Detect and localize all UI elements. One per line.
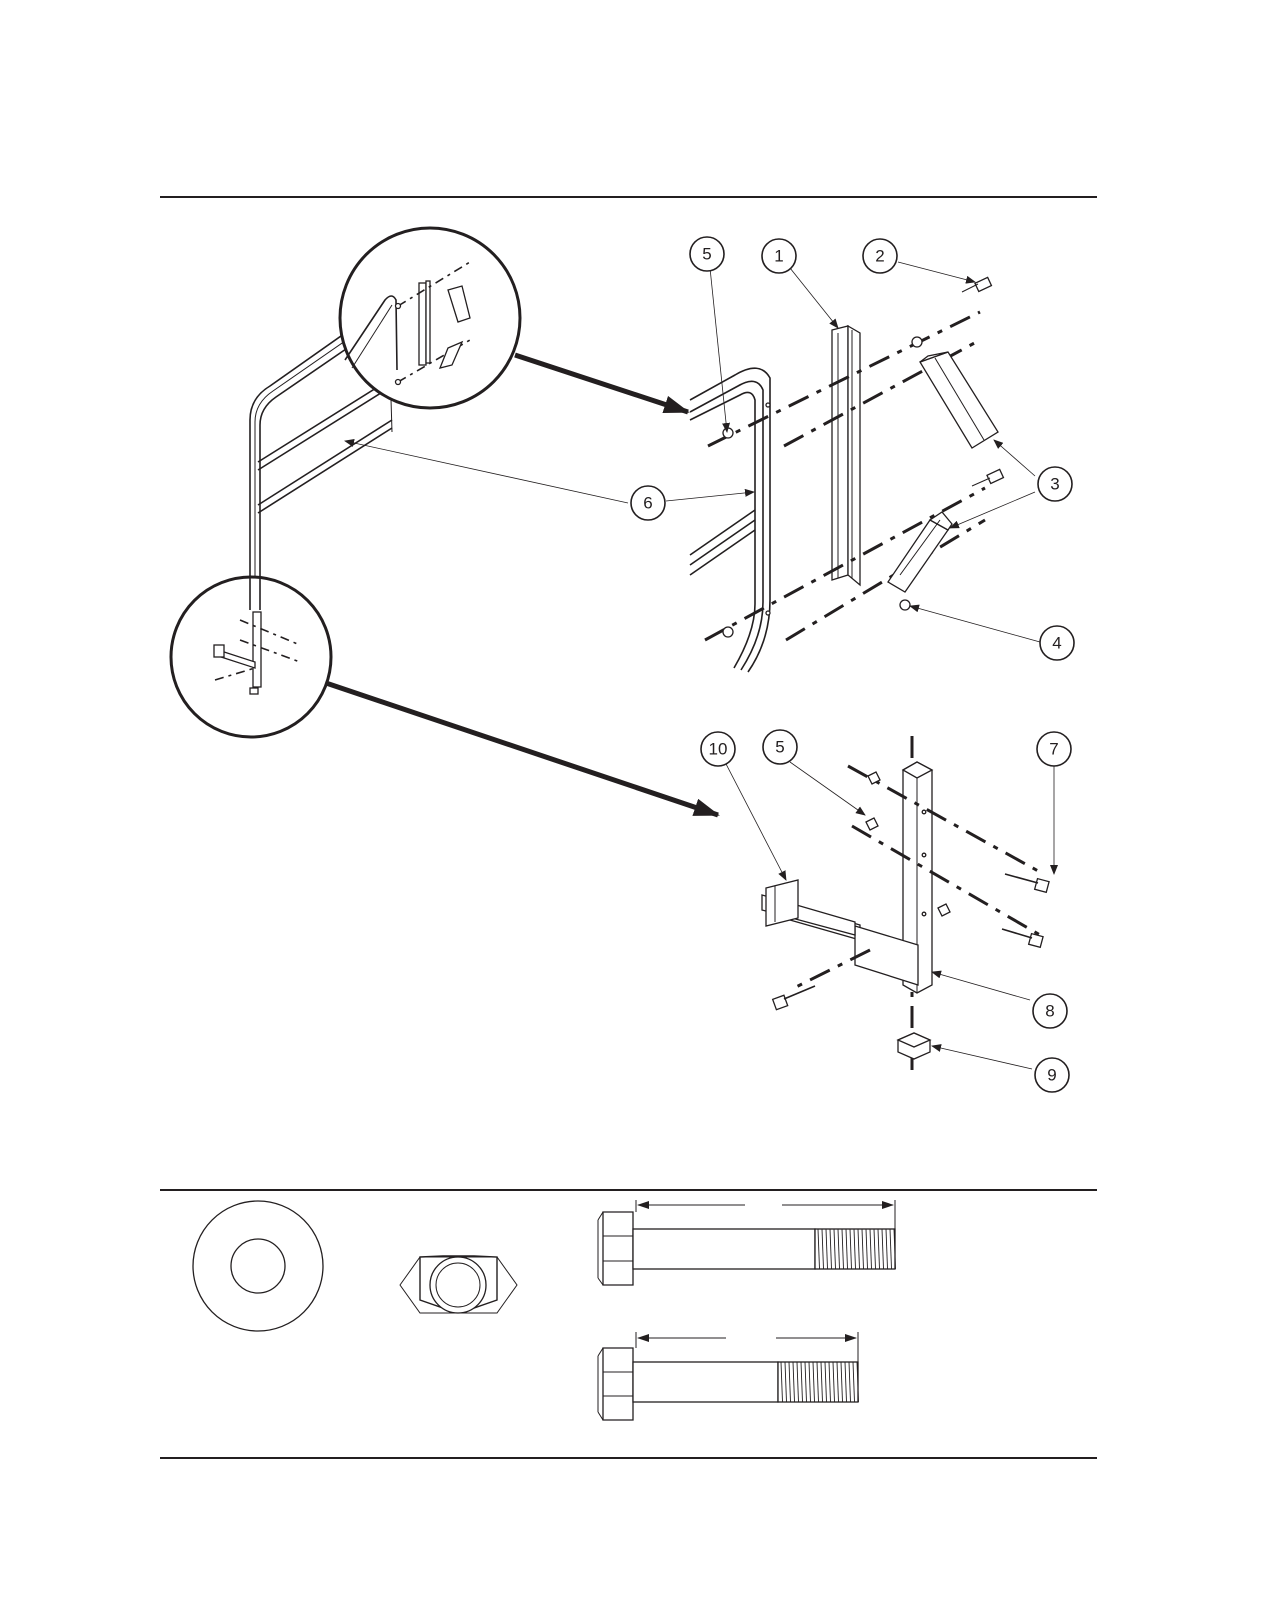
callout-label: 2 <box>875 247 884 266</box>
callout-label: 6 <box>643 494 652 513</box>
rail-bracket-detail <box>690 277 1003 672</box>
callout-label: 7 <box>1049 740 1058 759</box>
callout-label: 5 <box>702 245 711 264</box>
lower-detail-circle <box>171 577 331 737</box>
callout-label: 4 <box>1052 634 1061 653</box>
upper-detail-arrow <box>515 355 688 412</box>
callout-8: 8 <box>1033 994 1067 1028</box>
upper-detail-circle <box>340 228 520 408</box>
callout-label: 3 <box>1050 475 1059 494</box>
washer-icon <box>193 1201 323 1331</box>
lower-detail-arrow <box>326 683 718 815</box>
callout-label: 5 <box>775 738 784 757</box>
callout-1: 1 <box>762 239 796 273</box>
callout-7: 7 <box>1037 732 1071 766</box>
callout-label: 1 <box>774 247 783 266</box>
long-bolt-icon <box>598 1200 896 1285</box>
hex-nut-icon <box>400 1256 517 1313</box>
callout-label: 9 <box>1047 1066 1056 1085</box>
callout-6: 6 <box>631 486 665 520</box>
post-base-detail <box>762 736 1049 1070</box>
callout-5-lower: 5 <box>763 730 797 764</box>
callout-3: 3 <box>1038 467 1072 501</box>
callout-label: 10 <box>709 740 728 759</box>
callout-4: 4 <box>1040 626 1074 660</box>
callout-5-upper: 5 <box>690 237 724 271</box>
callout-2: 2 <box>863 239 897 273</box>
callout-9: 9 <box>1035 1058 1069 1092</box>
callout-label: 8 <box>1045 1002 1054 1021</box>
short-bolt-icon <box>598 1332 859 1420</box>
callout-10: 10 <box>701 732 735 766</box>
